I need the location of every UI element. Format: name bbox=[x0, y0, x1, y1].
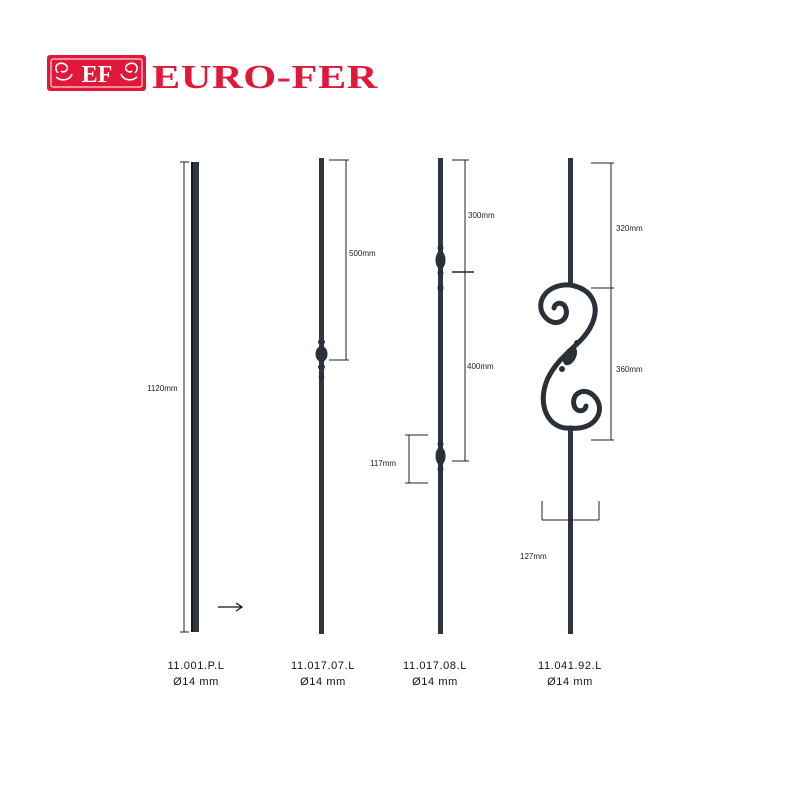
bar-shaft-bottom bbox=[568, 428, 573, 634]
product-code: 11.017.07.L bbox=[291, 660, 355, 672]
dimension-label: 1120mm bbox=[147, 384, 178, 393]
bar-shaft bbox=[319, 158, 324, 634]
dimension-320-360 bbox=[591, 162, 614, 441]
product-diameter: Ø14 mm bbox=[547, 676, 593, 688]
product-caption-3: 11.017.08.L Ø14 mm bbox=[389, 658, 481, 690]
logo-swirl-left bbox=[55, 62, 73, 81]
dimension-500 bbox=[329, 159, 349, 361]
logo-mark: EF bbox=[82, 62, 113, 88]
dimension-label-400: 400mm bbox=[467, 362, 494, 371]
dimension-label-117: 117mm bbox=[370, 459, 396, 468]
dimension-127 bbox=[541, 501, 600, 521]
dimension-label-127: 127mm bbox=[520, 552, 547, 561]
bar-shaft-top bbox=[568, 158, 573, 285]
product-caption-4: 11.041.92.L Ø14 mm bbox=[522, 658, 618, 690]
dimension-300-400 bbox=[452, 159, 474, 462]
product-diameter: Ø14 mm bbox=[300, 676, 346, 688]
bar-ornament-lower bbox=[435, 441, 446, 485]
dimension-label-360: 360mm bbox=[616, 365, 643, 374]
product-code: 11.041.92.L bbox=[538, 660, 602, 672]
dimension-label: 500mm bbox=[349, 249, 376, 258]
arrow-right-icon bbox=[218, 602, 244, 612]
dimension-1120 bbox=[180, 161, 189, 633]
product-caption-2: 11.017.07.L Ø14 mm bbox=[277, 658, 369, 690]
logo-badge bbox=[47, 55, 146, 91]
bar-shaft bbox=[438, 158, 443, 634]
bar-shade bbox=[191, 162, 193, 632]
brand-logo: EF EURO-FER bbox=[47, 55, 378, 96]
product-code: 11.017.08.L bbox=[403, 660, 467, 672]
logo-swirl-right bbox=[120, 62, 138, 81]
baluster-11-017-08: 300mm 400mm 117mm bbox=[370, 158, 495, 634]
baluster-11-041-92: 320mm 360mm 127mm bbox=[520, 158, 643, 634]
s-scroll-collar bbox=[559, 340, 580, 372]
product-diameter: Ø14 mm bbox=[173, 676, 219, 688]
baluster-11-001: 1120mm bbox=[147, 161, 244, 633]
bar-ornament-upper bbox=[435, 245, 446, 292]
product-code: 11.001.P.L bbox=[167, 660, 225, 672]
product-caption-1: 11.001.P.L Ø14 mm bbox=[150, 658, 242, 690]
brand-name: EURO-FER bbox=[152, 59, 378, 96]
dimension-label-300: 300mm bbox=[468, 211, 495, 220]
dimension-label-320: 320mm bbox=[616, 224, 643, 233]
bar-ornament bbox=[315, 339, 328, 381]
baluster-11-017-07: 500mm bbox=[315, 158, 376, 634]
product-diameter: Ø14 mm bbox=[412, 676, 458, 688]
dimension-117 bbox=[405, 434, 428, 484]
bar-shaft bbox=[191, 162, 199, 632]
logo-badge-border bbox=[50, 58, 143, 88]
